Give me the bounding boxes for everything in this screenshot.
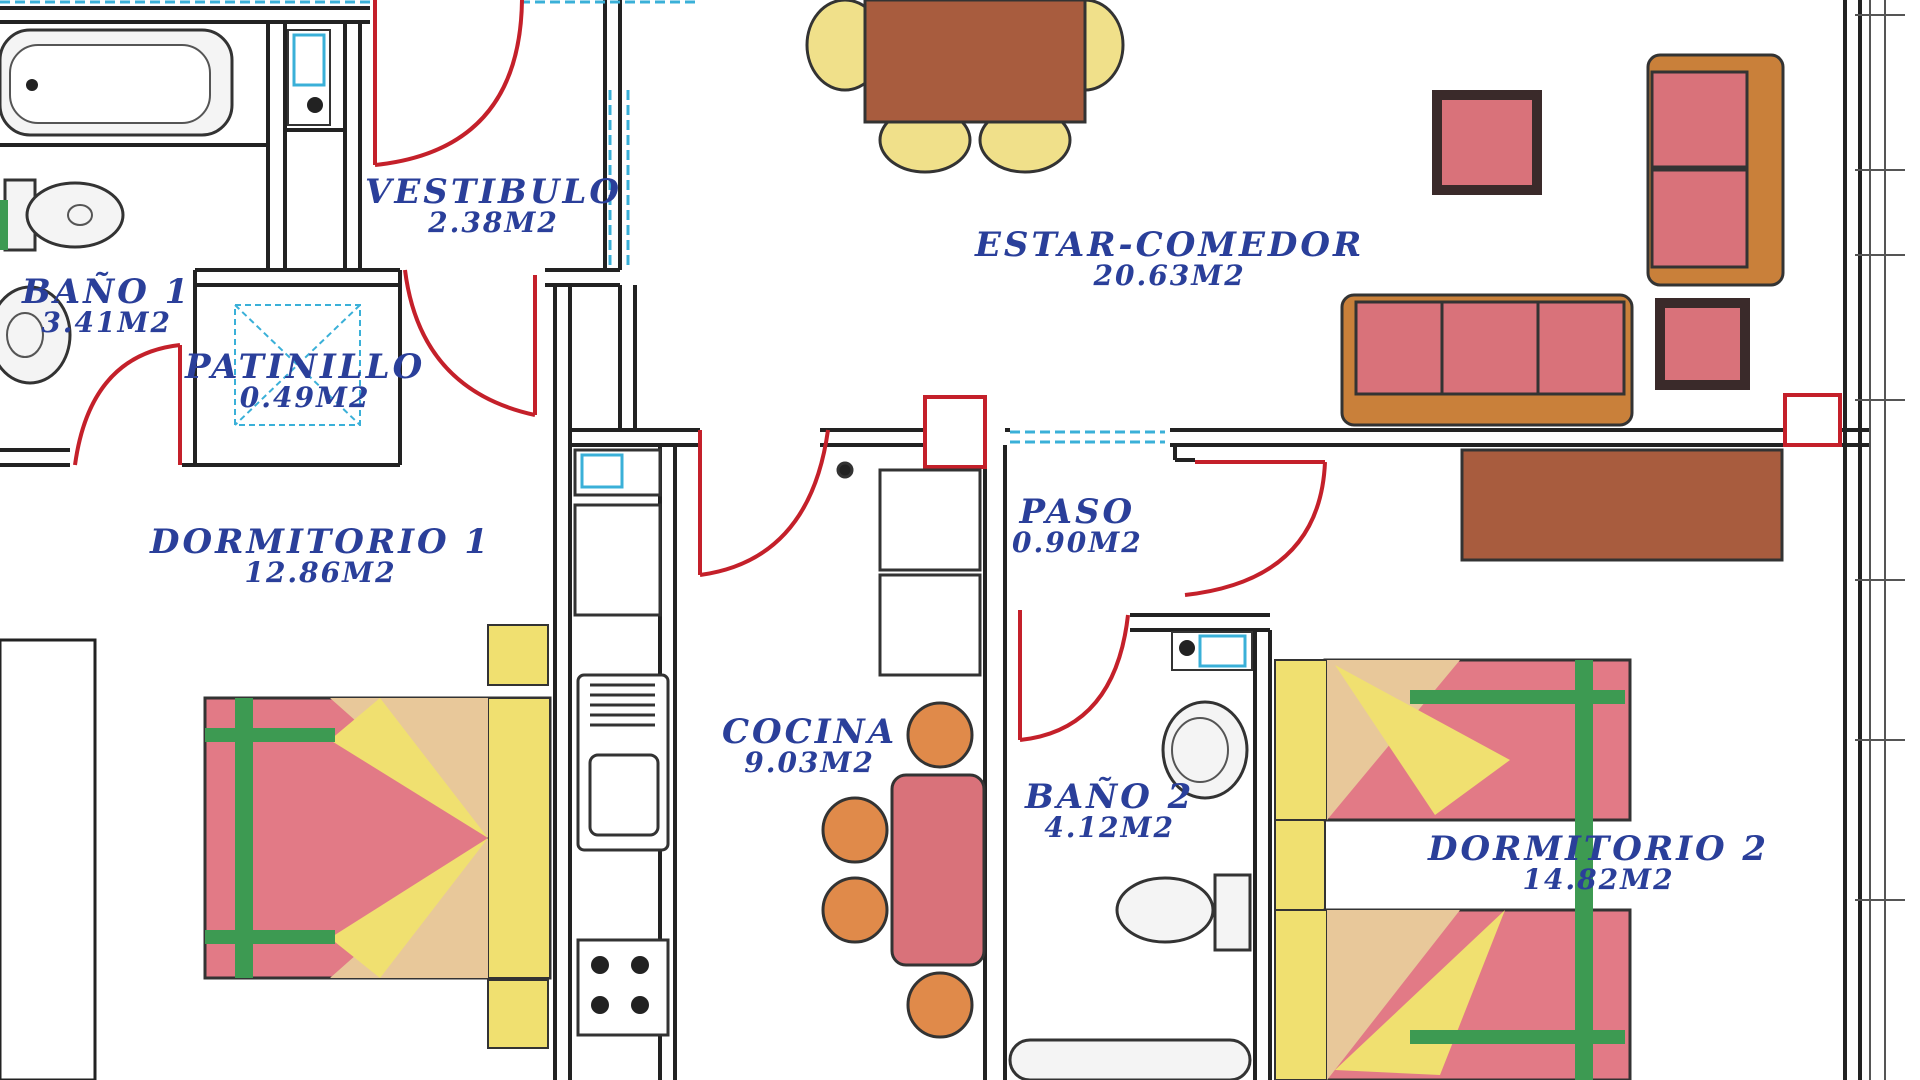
room-area: 0.49M2 [239,381,371,414]
bed-dormitorio-1 [203,624,552,1049]
kitchen-table [821,701,986,1039]
room-area: 2.38M2 [428,206,559,239]
dining-set [805,0,1125,174]
sofa-right [1646,53,1785,287]
room-name: ESTAR-COMEDOR [975,225,1365,265]
kitchen-counter [573,448,854,1037]
doors [73,0,1327,742]
room-name: DORMITORIO 2 [1428,829,1770,869]
room-label-bano-1: BAÑO 1 3.41M2 [22,275,191,337]
room-name: VESTIBULO [365,172,622,212]
walls [0,0,1870,1080]
bathtub-1 [0,28,234,137]
room-name: COCINA [722,712,898,752]
kitchen-cabinets [878,468,982,677]
room-label-vestibulo: VESTIBULO 2.38M2 [365,175,622,237]
room-label-dormitorio-2: DORMITORIO 2 14.82M2 [1428,832,1769,894]
stove-burners [591,956,649,1014]
armchair-small-top [1432,90,1542,195]
room-area: 14.82M2 [1522,863,1675,896]
tv-cabinet [1460,448,1784,562]
armchair-small-bottom [1655,298,1750,390]
room-name: PASO [1019,492,1136,532]
windows [0,0,1165,444]
room-area: 3.41M2 [41,306,172,339]
room-area: 20.63M2 [1093,259,1246,292]
room-name: BAÑO 2 [1025,777,1195,817]
room-label-estar-comedor: ESTAR-COMEDOR 20.63M2 [975,228,1364,290]
sink-1 [0,285,72,385]
bathroom-2-fixtures [1008,631,1253,1080]
room-area: 12.86M2 [244,556,397,589]
room-name: BAÑO 1 [22,272,192,312]
room-label-paso: PASO 0.90M2 [1012,495,1143,557]
room-name: DORMITORIO 1 [150,522,492,562]
room-area: 9.03M2 [744,746,875,779]
room-label-bano-2: BAÑO 2 4.12M2 [1025,780,1194,842]
room-label-cocina: COCINA 9.03M2 [722,715,897,777]
sofa-three-seat [1340,293,1634,427]
room-area: 4.12M2 [1044,811,1175,844]
bed-dormitorio-2 [1274,658,1632,1080]
room-area: 0.90M2 [1012,526,1143,559]
shaft-fixture [287,29,331,126]
balcony-railing [1855,0,1905,1080]
patinillo-shaft [234,304,361,426]
columns [923,393,1842,469]
room-label-patinillo: PATINILLO 0.49M2 [185,350,425,412]
room-label-dormitorio-1: DORMITORIO 1 12.86M2 [150,525,491,587]
toilet-1 [0,178,125,252]
room-name: PATINILLO [185,347,426,387]
